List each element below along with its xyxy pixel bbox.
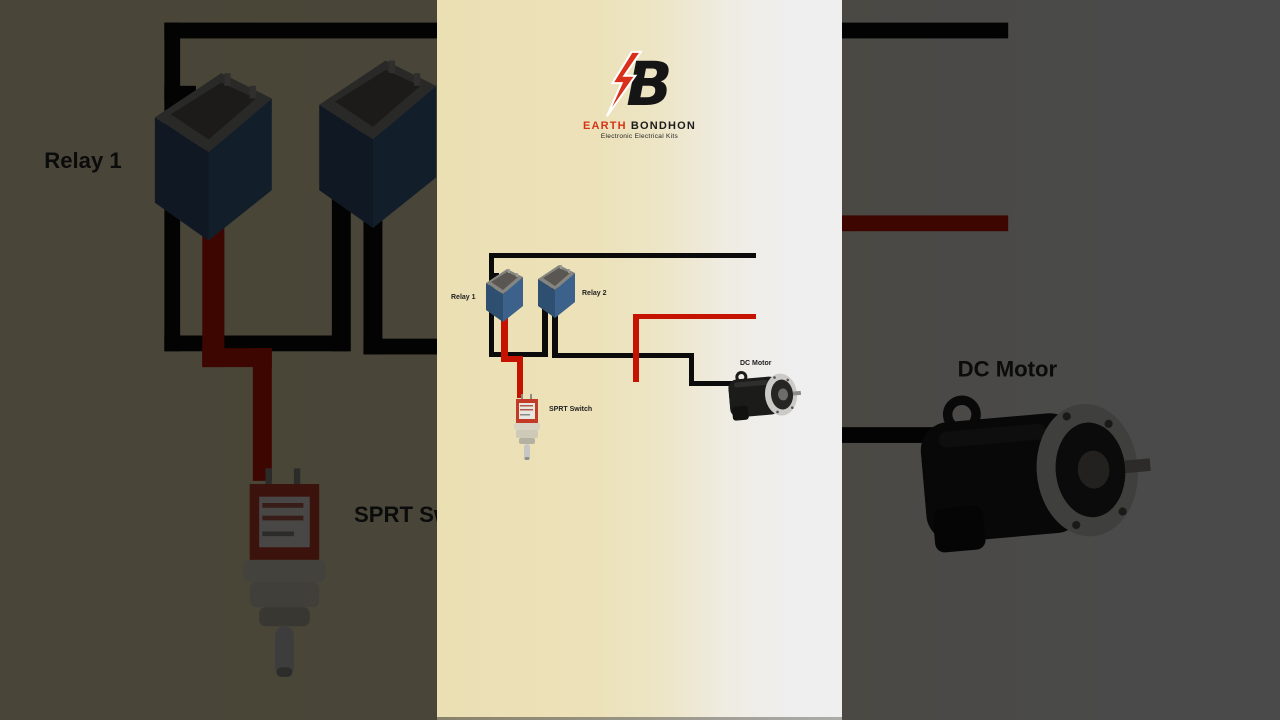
wire-black-relay2-pin-right xyxy=(552,285,558,358)
motor-label: DC Motor xyxy=(740,360,772,367)
relay1-component-bg xyxy=(154,73,272,241)
switch-label: SPRT Switch xyxy=(549,406,593,413)
wire-red-relay1-vertical xyxy=(501,292,508,362)
panel-bottom-edge xyxy=(437,717,842,720)
motor-component xyxy=(728,370,802,421)
relay2-component xyxy=(538,265,575,318)
relay1-label: Relay 1 xyxy=(451,294,476,301)
brand-tagline: Electronic Electrical Kits xyxy=(600,133,679,140)
switch-component-bg xyxy=(243,468,326,677)
relay1-label-bg: Relay 1 xyxy=(44,152,122,175)
motor-label-bg: DC Motor xyxy=(957,360,1058,383)
wire-black-relay1-stub xyxy=(489,273,499,278)
wire-red-jog xyxy=(501,356,523,362)
wiring-diagram: Relay 1 Relay 2 SPRT Switch DC Motor xyxy=(437,0,842,720)
motor-component-bg xyxy=(920,395,1151,553)
wire-red-right-vertical xyxy=(633,314,639,382)
wire-black-step-vertical xyxy=(689,353,694,386)
brand-name-earth: EARTH xyxy=(582,120,627,132)
brand-logo-icon: B xyxy=(605,50,672,118)
wire-red-to-switch xyxy=(517,356,523,398)
relay2-component-bg xyxy=(319,60,437,229)
wire-red-to-switch-bg xyxy=(252,348,272,481)
wire-red-right-horizontal xyxy=(633,314,756,319)
relay1-component xyxy=(486,269,523,322)
lightning-bolt-icon xyxy=(605,50,643,117)
wire-black-top-horizontal xyxy=(489,253,756,258)
wire-black-mid-horizontal xyxy=(552,353,694,358)
wire-black-to-motor xyxy=(689,381,735,386)
brand-name-bondhon: BONDHON xyxy=(630,120,697,132)
relay2-label: Relay 2 xyxy=(582,290,607,297)
wire-black-bottom-left xyxy=(489,352,547,357)
switch-component xyxy=(514,394,540,460)
wire-black-relay2-pin-left xyxy=(542,285,548,357)
